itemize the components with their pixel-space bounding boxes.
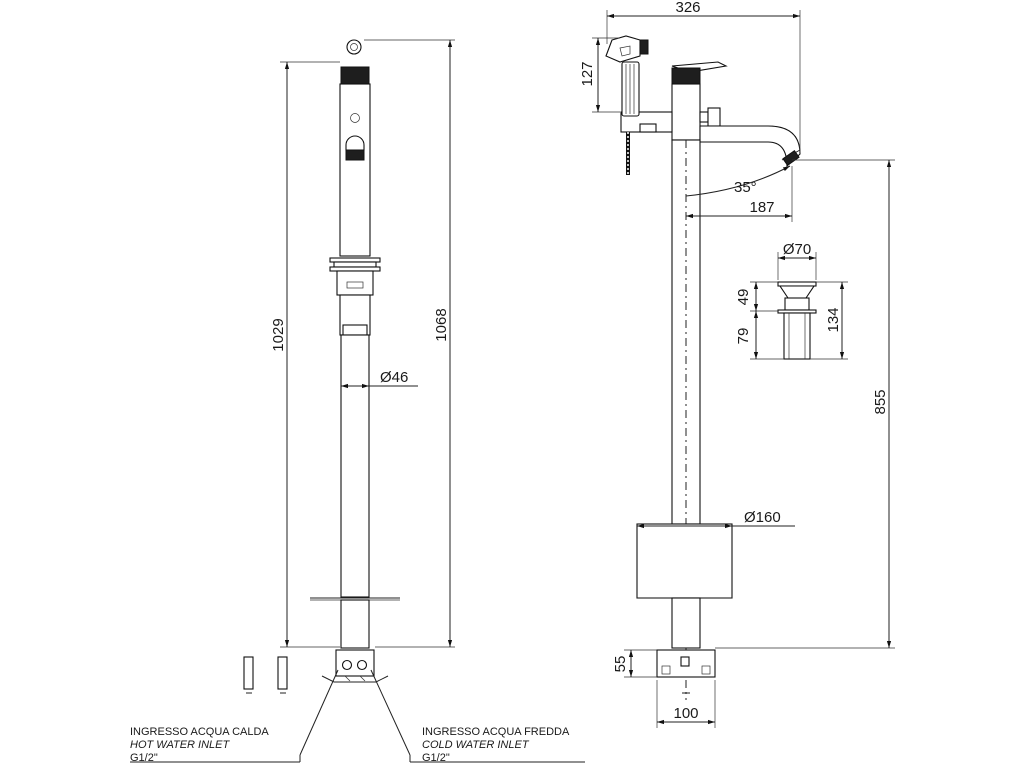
dim-55: 55	[612, 656, 629, 673]
dim-326: 326	[675, 0, 700, 16]
front-base	[335, 649, 375, 677]
hot-inlet-label-it: INGRESSO ACQUA CALDA	[130, 726, 269, 738]
dim-100: 100	[673, 705, 698, 722]
cold-inlet-fitting	[277, 656, 288, 690]
dim-base-diameter: Ø160	[744, 509, 781, 526]
front-aerator	[345, 149, 365, 161]
dim-49: 49	[735, 289, 752, 306]
hot-inlet-port	[341, 659, 353, 671]
front-handle-knob	[346, 39, 362, 55]
handshower-handle	[621, 61, 640, 117]
hot-inlet-fitting	[243, 656, 254, 690]
inlet-callouts: INGRESSO ACQUA CALDA HOT WATER INLET G1/…	[130, 669, 585, 764]
dim-127: 127	[579, 61, 596, 86]
cold-inlet-port	[356, 659, 368, 671]
dim-855: 855	[872, 389, 889, 414]
side-view	[605, 35, 817, 700]
dim-column-diameter: Ø46	[380, 369, 408, 386]
side-base-shroud	[636, 523, 733, 599]
front-column	[340, 334, 370, 598]
cold-inlet-label-it: INGRESSO ACQUA FREDDA	[422, 726, 570, 738]
front-body	[339, 83, 371, 257]
handshower-head	[605, 35, 641, 63]
side-aerator	[782, 150, 800, 166]
dim-1029: 1029	[270, 318, 287, 351]
side-valve-knob	[707, 107, 721, 127]
front-dimensions: 1029 1068 Ø46	[270, 39, 455, 648]
drain-detail	[777, 281, 817, 360]
front-view	[243, 39, 400, 694]
cold-inlet-thread: G1/2"	[422, 752, 450, 764]
dim-134: 134	[825, 307, 842, 332]
dim-79: 79	[735, 328, 752, 345]
hot-inlet-thread: G1/2"	[130, 752, 158, 764]
dim-drain-diameter: Ø70	[783, 241, 811, 258]
dim-angle: 35°	[734, 179, 757, 196]
side-body	[671, 83, 701, 141]
cold-inlet-label-en: COLD WATER INLET	[422, 739, 530, 751]
dim-1068: 1068	[433, 308, 450, 341]
hot-inlet-label-en: HOT WATER INLET	[130, 739, 230, 751]
front-ring	[340, 66, 370, 85]
dim-187: 187	[749, 199, 774, 216]
side-dimensions: 326 127 35° 187 Ø70 49 79 134 855	[579, 0, 895, 728]
side-ring	[671, 67, 701, 85]
